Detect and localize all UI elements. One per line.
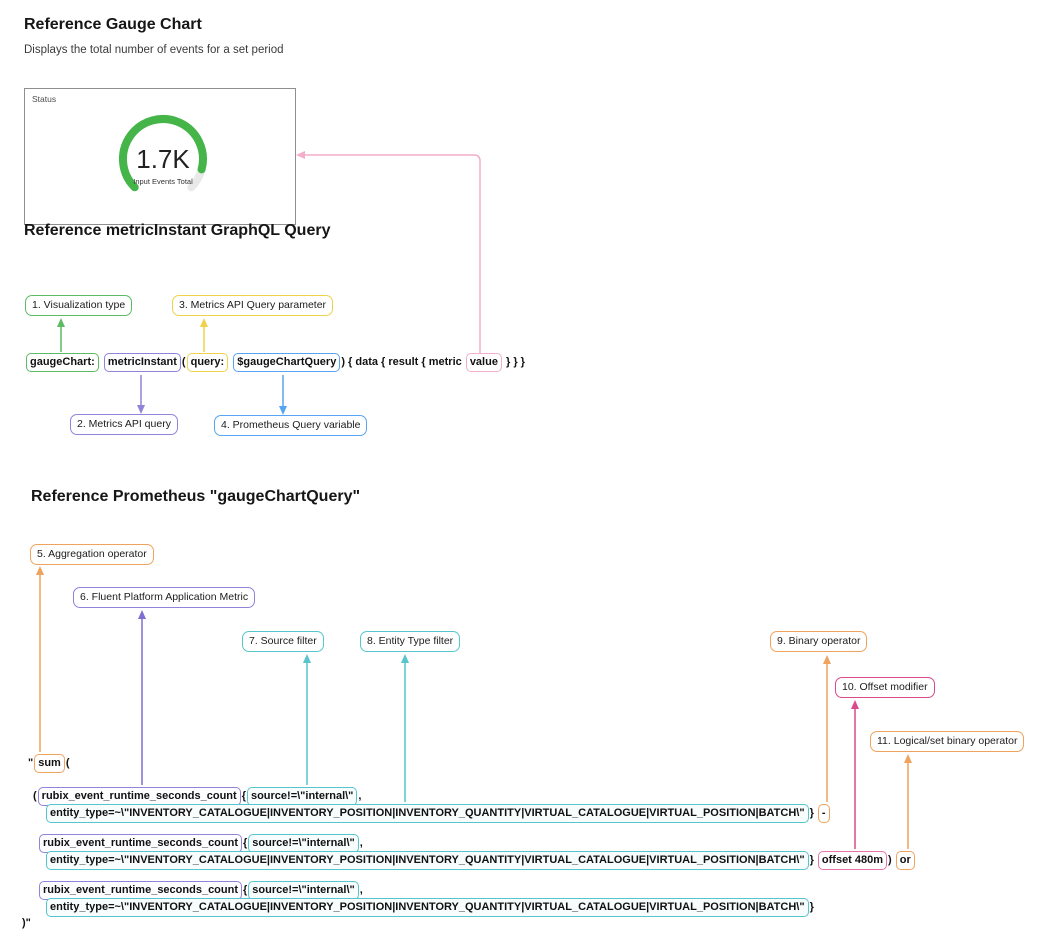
arrowhead-metrics-api-query-parameter bbox=[200, 318, 208, 327]
promql-query3-line1: rubix_event_runtime_seconds_count{source… bbox=[38, 881, 363, 900]
connector-value-to-gauge bbox=[305, 154, 481, 353]
code-text: } bbox=[809, 901, 814, 913]
code-token-teal: entity_type=~\"INVENTORY_CATALOGUE|INVEN… bbox=[46, 804, 809, 823]
code-text bbox=[100, 355, 103, 370]
code-text bbox=[229, 355, 232, 370]
callout-fluent-platform-application-metric: 6. Fluent Platform Application Metric bbox=[73, 587, 256, 608]
callout-source-filter: 7. Source filter bbox=[242, 631, 324, 652]
code-token-green: gaugeChart: bbox=[26, 353, 99, 372]
graphql-code-line: gaugeChart: metricInstant(query: $gaugeC… bbox=[25, 353, 525, 372]
code-token-teal: entity_type=~\"INVENTORY_CATALOGUE|INVEN… bbox=[46, 898, 809, 917]
code-text: ( bbox=[33, 790, 37, 802]
callout-aggregation-operator: 5. Aggregation operator bbox=[30, 544, 154, 565]
code-text: ) { data { result { metric bbox=[341, 356, 465, 368]
code-text: ( bbox=[65, 757, 70, 769]
arrowhead-aggregation-operator bbox=[36, 566, 44, 575]
callout-offset-modifier: 10. Offset modifier bbox=[835, 677, 935, 698]
code-token-orange: - bbox=[817, 804, 830, 823]
arrowhead-source-filter bbox=[303, 654, 311, 663]
callout-entity-type-filter: 8. Entity Type filter bbox=[360, 631, 461, 652]
code-token-pink: value bbox=[465, 353, 502, 372]
graphql-section-title: Reference metricInstant GraphQL Query bbox=[24, 222, 331, 239]
gauge-section-title: Reference Gauge Chart bbox=[24, 16, 202, 33]
gauge-value-label: Input Events Total bbox=[133, 177, 193, 186]
code-token-blue: $gaugeChartQuery bbox=[233, 353, 341, 372]
promql-query1-line2: entity_type=~\"INVENTORY_CATALOGUE|INVEN… bbox=[45, 804, 831, 823]
code-token-orange: or bbox=[895, 851, 915, 870]
code-token-rose: offset 480m bbox=[817, 851, 888, 870]
prometheus-section-title: Reference Prometheus "gaugeChartQuery" bbox=[31, 488, 361, 505]
code-text: { bbox=[241, 790, 246, 802]
code-text: , bbox=[359, 884, 363, 896]
code-text: } bbox=[809, 807, 817, 819]
code-text: ) bbox=[888, 854, 895, 866]
callout-metrics-api-query: 2. Metrics API query bbox=[70, 414, 178, 435]
promql-query2-line2: entity_type=~\"INVENTORY_CATALOGUE|INVEN… bbox=[45, 851, 916, 870]
gauge-chart: 1.7K Input Events Total bbox=[118, 115, 207, 192]
code-text: ( bbox=[181, 356, 186, 368]
arrowhead-metrics-api-query bbox=[137, 405, 145, 414]
arrowhead-binary-operator bbox=[823, 655, 831, 664]
code-text: } } } bbox=[502, 356, 525, 368]
promql-query2-line1: rubix_event_runtime_seconds_count{source… bbox=[38, 834, 363, 853]
code-text: , bbox=[359, 837, 363, 849]
code-token-orange: sum bbox=[34, 754, 65, 773]
callout-logical-set-binary-operator: 11. Logical/set binary operator bbox=[870, 731, 1025, 752]
gauge-section-subtitle: Displays the total number of events for … bbox=[24, 44, 284, 56]
arrowhead-fluent-platform-application-metric bbox=[138, 610, 146, 619]
gauge-arc-fill bbox=[118, 115, 207, 192]
arrowhead-visualization-type bbox=[57, 318, 65, 327]
code-token-yellow: query: bbox=[186, 353, 229, 372]
code-text: , bbox=[358, 790, 362, 802]
code-token-purple: metricInstant bbox=[103, 353, 181, 372]
callout-visualization-type: 1. Visualization type bbox=[25, 295, 133, 316]
arrowhead-offset-modifier bbox=[851, 700, 859, 709]
code-text: { bbox=[243, 884, 248, 896]
promql-query3-line2: entity_type=~\"INVENTORY_CATALOGUE|INVEN… bbox=[45, 898, 814, 917]
gauge-panel-header: Status bbox=[32, 94, 57, 104]
gauge-value: 1.7K bbox=[136, 144, 190, 174]
arrowhead-logical-set-binary-operator bbox=[904, 754, 912, 763]
arrowhead-value-to-gauge bbox=[296, 151, 305, 159]
code-token-purple: rubix_event_runtime_seconds_count bbox=[37, 787, 241, 806]
code-text: )" bbox=[22, 917, 31, 929]
promql-query1-line1: (rubix_event_runtime_seconds_count{sourc… bbox=[33, 787, 361, 806]
gauge-panel: Status 1.7K Input Events Total bbox=[24, 88, 296, 225]
code-token-teal: source!=\"internal\" bbox=[248, 881, 359, 900]
callout-metrics-api-query-parameter: 3. Metrics API Query parameter bbox=[172, 295, 334, 316]
code-text: { bbox=[243, 837, 248, 849]
arrowhead-prometheus-query-variable bbox=[279, 406, 287, 415]
arrowhead-entity-type-filter bbox=[401, 654, 409, 663]
promql-line-close: )" bbox=[22, 916, 31, 931]
code-text: " bbox=[28, 757, 34, 769]
code-token-teal: entity_type=~\"INVENTORY_CATALOGUE|INVEN… bbox=[46, 851, 809, 870]
callout-prometheus-query-variable: 4. Prometheus Query variable bbox=[214, 415, 368, 436]
code-text: } bbox=[809, 854, 817, 866]
code-token-teal: source!=\"internal\" bbox=[248, 834, 359, 853]
callout-binary-operator: 9. Binary operator bbox=[770, 631, 868, 652]
promql-line-sum-open: "sum( bbox=[28, 754, 70, 773]
